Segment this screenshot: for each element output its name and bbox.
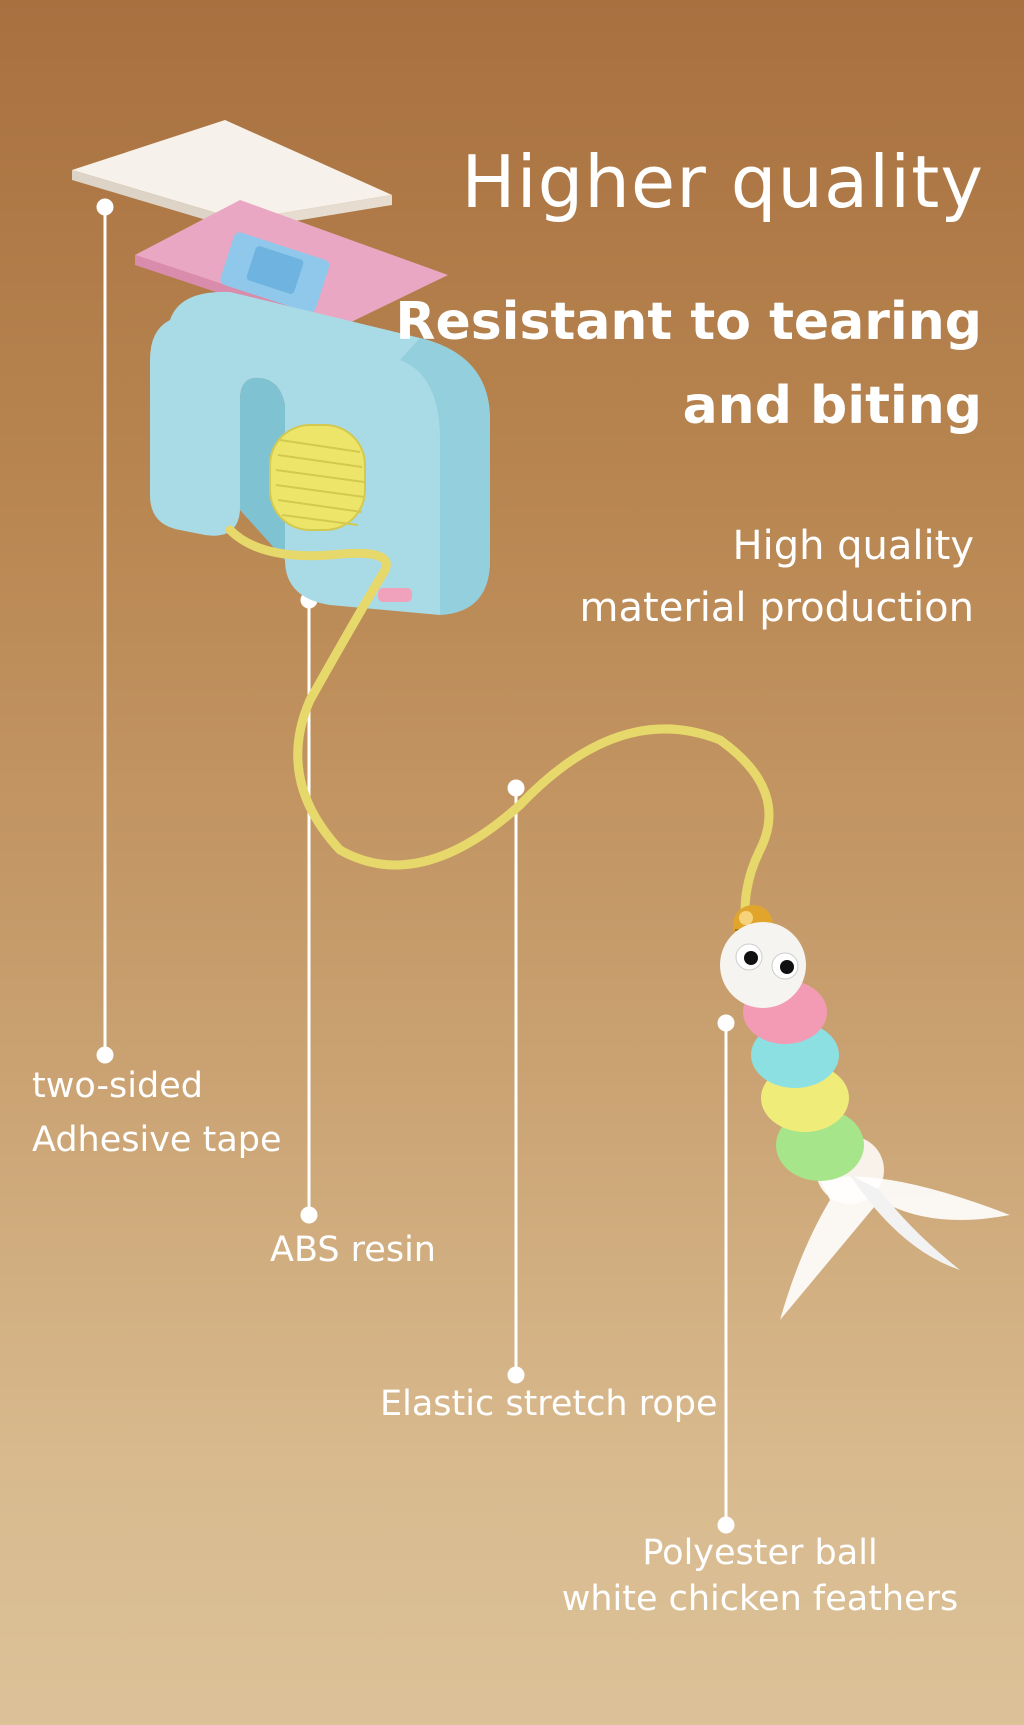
ball-label-line-1: Polyester ball [642, 1533, 878, 1573]
callout-label-ball: Polyester ball white chicken feathers [540, 1530, 980, 1622]
subtitle-line-2: and biting [682, 376, 982, 436]
callout-dot-rope-top [507, 779, 525, 797]
callout-lines [96, 198, 735, 1534]
callout-dot-rope-bottom [507, 1366, 525, 1384]
polyester-ball-caterpillar [720, 922, 1010, 1320]
feather-icon [780, 1176, 1010, 1320]
tape-label-line-2: Adhesive tape [32, 1120, 282, 1160]
callout-dot-ball-bottom [717, 1516, 735, 1534]
spring-coil [269, 424, 366, 531]
description-line-2: material production [579, 585, 974, 631]
callout-dot-abs-bottom [300, 1206, 318, 1224]
callout-label-tape: two-sided Adhesive tape [32, 1059, 282, 1167]
ball-label-line-2: white chicken feathers [561, 1579, 959, 1619]
feature-description: High quality material production [414, 515, 974, 639]
tape-label-line-1: two-sided [32, 1066, 203, 1106]
callout-dot-tape-top [96, 198, 114, 216]
callout-label-abs: ABS resin [270, 1230, 436, 1270]
callout-dot-ball-top [717, 1014, 735, 1032]
release-button [378, 588, 412, 602]
callout-dot-tape-bottom [96, 1046, 114, 1064]
callout-label-rope: Elastic stretch rope [380, 1384, 718, 1424]
page-title: Higher quality [461, 140, 984, 224]
subtitle-line-1: Resistant to tearing [395, 292, 982, 352]
page-subtitle: Resistant to tearing and biting [342, 280, 982, 448]
description-line-1: High quality [732, 523, 974, 569]
elastic-rope [225, 525, 774, 917]
